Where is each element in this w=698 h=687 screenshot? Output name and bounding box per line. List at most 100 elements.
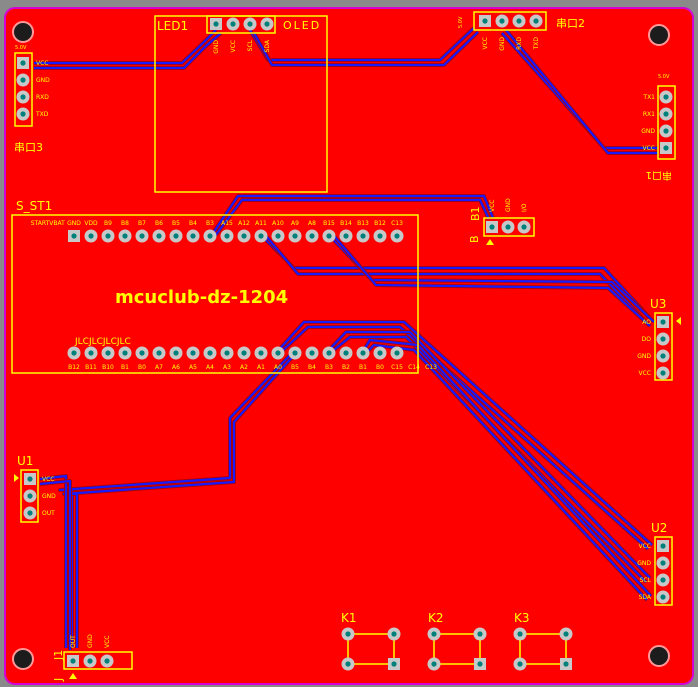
mcu-bottom-pad [101,346,115,360]
mcu-top-pin-label: B15 [323,220,335,227]
k1-pad-tl [341,627,355,641]
serial1-ref: 串口1 [646,169,672,181]
serial2-outline [473,11,547,31]
serial3-pin-label: GND [36,77,50,84]
serial1-tag: 5.0V [658,74,670,80]
mcu-top-pin-label: B7 [138,220,146,227]
serial3-pin-label: RXD [36,94,49,101]
mcu-top-pad [68,230,80,242]
mcu-bottom-pin-label: A7 [155,364,163,371]
serial3-pad [16,73,30,87]
u1-pin-label: VCC [42,476,54,483]
mcu-top-pin-label: A12 [238,220,250,227]
trace-1-b [253,31,479,67]
mcu-top-pin-label: A8 [308,220,316,227]
j1-pad [100,654,114,668]
serial2-pad [479,15,491,27]
mcu-top-pin-label: B4 [189,220,197,227]
mcu-top-pad [135,229,149,243]
b1-ref: B1 [469,206,482,221]
j1-pad [67,655,79,667]
u2-outline [654,536,673,606]
mcu-top-pad [390,229,404,243]
u2-pin-label: VCC [639,543,651,550]
mcu-bottom-pin-label: A0 [274,364,282,371]
mcu-bottom-pin-label: A1 [257,364,265,371]
mcu-bottom-pad [305,346,319,360]
mcu-bottom-pin-label: A3 [223,364,231,371]
board-title: mcuclub-dz-1204 [115,287,288,308]
mcu-top-pad [101,229,115,243]
led1-pin-label: SDA [264,39,271,52]
mount-hole-br [648,645,670,667]
serial2-pad [495,14,509,28]
u1-pad [23,506,37,520]
jlc-text: JLCJLCJLCJLC [74,337,131,347]
mcu-bottom-pad [237,346,251,360]
mcu-bottom-pin-label: B5 [291,364,299,371]
mcu-top-pin-label: C13 [391,220,403,227]
u3-pin-label: DO [642,336,652,343]
u2-pad [656,556,670,570]
j1-pin-label: OUT [70,635,77,648]
trace-6-a [275,320,653,546]
mcu-bottom-pad [135,346,149,360]
serial3-outline [14,52,33,127]
mcu-top-pin-label: B6 [155,220,163,227]
k3-pad-br [560,658,572,670]
led1-pin-label: SCL [247,39,254,51]
mcu-bottom-pad [152,346,166,360]
b1-marker [486,239,494,245]
mcu-bottom-pin-label: A2 [240,364,248,371]
mcu-top-pad [169,229,183,243]
k2-ref: K2 [428,611,444,625]
led1-pad [260,17,274,31]
j1-pin-label: VCC [104,636,111,648]
mcu-bottom-pin-label: A5 [189,364,197,371]
k3-pad-bl [513,657,527,671]
mcu-bottom-pad [118,346,132,360]
k3-pad-tr [559,627,573,641]
mcu-bottom-pad [288,346,302,360]
u3-pad [656,332,670,346]
u1-marker [14,474,19,482]
k2-outline [433,633,481,665]
j1-outline [63,651,133,670]
u2-ref: U2 [651,521,667,535]
trace-3-a [210,194,495,237]
mcu-top-pin-label: START [31,220,50,227]
u1-pin-label: GND [42,493,56,500]
serial3-pad [16,90,30,104]
mcu-top-pad [339,229,353,243]
trace-0-b [34,32,222,70]
led1-pad [210,18,222,30]
u2-pin-label: GND [637,560,651,567]
mcu-top-pin-label: A10 [272,220,284,227]
u1-pad [24,473,36,485]
u1-ref: U1 [17,454,33,468]
mcu-bottom-pad [356,346,370,360]
mcu-top-pin-label: VDD [84,220,98,227]
trace-10-a [39,474,68,648]
u3-outline [654,312,673,381]
mcu-top-pad [84,229,98,243]
j1-prefix: J [52,678,65,682]
b1-pin-label: I/O [521,203,528,212]
mcu-bottom-pad [339,346,353,360]
u3-marker [676,317,681,325]
mcu-top-pad [305,229,319,243]
mount-hole-tr [648,24,670,46]
mcu-top-pin-label: B14 [340,220,352,227]
mcu-bottom-pin-label: A6 [172,364,180,371]
u2-pad [656,573,670,587]
mcu-bottom-pad [322,346,336,360]
k2-pad-bl [427,657,441,671]
k2-pad-tr [473,627,487,641]
trace-6-b [279,325,649,550]
mcu-bottom-pin-label: B1 [121,364,129,371]
mount-holes [12,21,670,670]
mcu-bottom-pin-label: B1 [359,364,367,371]
serial3-pin-label: VCC [36,60,48,67]
k3-outline [519,633,567,665]
